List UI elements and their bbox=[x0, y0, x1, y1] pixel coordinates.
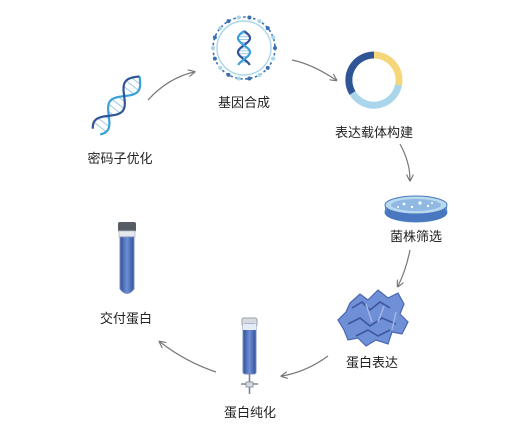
dna-helix-icon bbox=[91, 75, 142, 136]
plasmid-ring-icon bbox=[345, 51, 403, 109]
arrow-4 bbox=[398, 249, 411, 286]
dna-synthesis-circle-icon bbox=[211, 15, 277, 81]
protein-structure-icon bbox=[337, 289, 409, 347]
step-label-protein-expression: 蛋白表达 bbox=[345, 356, 399, 371]
arrow-1 bbox=[147, 72, 194, 101]
purification-column-icon bbox=[241, 317, 258, 394]
arrow-2 bbox=[291, 59, 336, 80]
step-label-protein-delivery: 交付蛋白 bbox=[99, 312, 153, 327]
step-label-gene-synthesis: 基因合成 bbox=[217, 96, 271, 111]
sample-tube-icon bbox=[118, 222, 136, 294]
arrow-6 bbox=[160, 342, 217, 373]
petri-dish-icon bbox=[384, 195, 448, 223]
step-label-codon-optimization: 密码子优化 bbox=[87, 152, 153, 167]
step-label-protein-purification: 蛋白纯化 bbox=[223, 406, 277, 421]
step-label-strain-screening: 菌株筛选 bbox=[389, 230, 443, 245]
arrow-5 bbox=[282, 355, 329, 376]
step-label-vector-construction: 表达载体构建 bbox=[334, 126, 414, 141]
arrow-3 bbox=[399, 143, 410, 180]
